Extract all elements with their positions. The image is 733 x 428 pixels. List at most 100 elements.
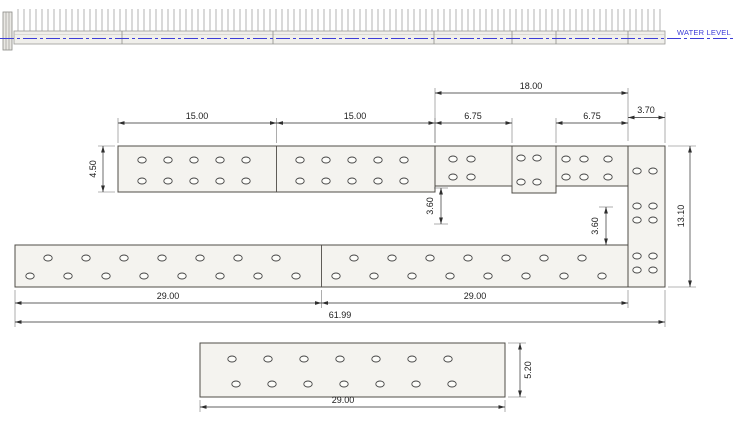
dim-label: 15.00 bbox=[186, 111, 209, 121]
bolt-hole bbox=[349, 254, 359, 262]
dim-upper-left-width-2: 15.00 bbox=[276, 111, 436, 143]
bolt-hole bbox=[532, 154, 542, 162]
bolt-hole bbox=[632, 216, 642, 224]
dim-label: 61.99 bbox=[329, 310, 352, 320]
dim-overall-width: 61.99 bbox=[15, 290, 666, 327]
dim-bottom-plate-width: 29.00 bbox=[199, 395, 506, 412]
dim-label: 13.10 bbox=[676, 205, 686, 228]
bolt-hole bbox=[516, 178, 526, 186]
end-plate-outline bbox=[627, 145, 666, 288]
dim-long-plate-width-1: 29.00 bbox=[14, 290, 322, 327]
bolt-hole bbox=[157, 254, 167, 262]
bolt-hole bbox=[189, 177, 199, 185]
bolt-hole bbox=[445, 272, 455, 280]
bolt-hole bbox=[137, 156, 147, 164]
bolt-hole bbox=[603, 155, 613, 163]
bolt-hole bbox=[195, 254, 205, 262]
bolt-hole bbox=[463, 254, 473, 262]
dim-upper-right-total: 18.00 bbox=[434, 81, 629, 143]
bolt-hole bbox=[648, 202, 658, 210]
dim-label: 15.00 bbox=[344, 111, 367, 121]
water-level-label: WATER LEVEL bbox=[677, 28, 731, 37]
bolt-hole bbox=[163, 156, 173, 164]
bolt-hole bbox=[339, 380, 349, 388]
dim-long-plate-width-2: 29.00 bbox=[321, 290, 629, 308]
bolt-hole bbox=[267, 380, 277, 388]
bolt-hole bbox=[215, 177, 225, 185]
bolt-hole bbox=[347, 177, 357, 185]
deck-ticks bbox=[17, 9, 661, 31]
bottom-plate bbox=[199, 342, 506, 398]
piling bbox=[2, 11, 13, 51]
bolt-hole bbox=[215, 156, 225, 164]
bolt-hole bbox=[241, 177, 251, 185]
deck-elevation-view bbox=[2, 9, 666, 51]
bolt-hole bbox=[632, 167, 642, 175]
bolt-hole bbox=[407, 355, 417, 363]
bolt-hole bbox=[632, 252, 642, 260]
bolt-hole bbox=[411, 380, 421, 388]
bolt-hole bbox=[447, 380, 457, 388]
bolt-hole bbox=[648, 167, 658, 175]
bolt-hole bbox=[648, 266, 658, 274]
dim-label: 3.60 bbox=[425, 197, 435, 215]
dim-upper-right-right-segment: 6.75 bbox=[555, 111, 628, 143]
bolt-hole bbox=[373, 177, 383, 185]
bolt-hole bbox=[559, 272, 569, 280]
bolt-hole bbox=[321, 177, 331, 185]
bolt-hole bbox=[101, 272, 111, 280]
bolt-hole bbox=[603, 173, 613, 181]
dim-label: 6.75 bbox=[583, 111, 601, 121]
dim-upper-right-left-segment: 6.75 bbox=[435, 111, 513, 143]
bolt-hole bbox=[466, 155, 476, 163]
bolt-hole bbox=[648, 216, 658, 224]
dim-label: 3.70 bbox=[637, 105, 655, 115]
bottom-plate-outline bbox=[199, 342, 506, 398]
bolt-hole bbox=[448, 173, 458, 181]
bolt-hole bbox=[579, 155, 589, 163]
dim-end-plate-width: 3.70 bbox=[628, 105, 666, 143]
dim-label: 3.60 bbox=[590, 217, 600, 235]
deck-band bbox=[13, 30, 666, 45]
dim-gap-right: 3.60 bbox=[590, 206, 613, 245]
bolt-hole bbox=[215, 272, 225, 280]
dim-label: 4.50 bbox=[88, 160, 98, 178]
bolt-hole bbox=[443, 355, 453, 363]
bolt-hole bbox=[369, 272, 379, 280]
bolt-hole bbox=[63, 272, 73, 280]
dim-bottom-plate-height: 5.20 bbox=[508, 342, 533, 398]
bolt-hole bbox=[137, 177, 147, 185]
bolt-hole bbox=[295, 156, 305, 164]
dim-label: 5.20 bbox=[523, 361, 533, 379]
bolt-hole bbox=[539, 254, 549, 262]
bolt-hole bbox=[521, 272, 531, 280]
bolt-hole bbox=[177, 272, 187, 280]
bolt-hole bbox=[189, 156, 199, 164]
bolt-hole bbox=[227, 355, 237, 363]
bolt-hole bbox=[371, 355, 381, 363]
bolt-hole bbox=[331, 272, 341, 280]
dim-gap-left: 3.60 bbox=[425, 187, 448, 225]
bolt-hole bbox=[375, 380, 385, 388]
bolt-hole bbox=[321, 156, 331, 164]
water-level: WATER LEVEL bbox=[0, 28, 733, 39]
dim-label: 18.00 bbox=[520, 81, 543, 91]
deck-joints bbox=[121, 31, 629, 44]
bolt-hole bbox=[335, 355, 345, 363]
dim-label: 29.00 bbox=[332, 395, 355, 405]
bolt-hole bbox=[291, 272, 301, 280]
bolt-holes bbox=[25, 154, 658, 388]
dim-end-plate-height: 13.10 bbox=[668, 145, 696, 288]
dim-upper-left-width-1: 15.00 bbox=[117, 111, 277, 143]
end-plate bbox=[627, 145, 666, 288]
dim-label: 6.75 bbox=[464, 111, 482, 121]
bolt-hole bbox=[43, 254, 53, 262]
dim-upper-left-height: 4.50 bbox=[88, 145, 115, 193]
bolt-hole bbox=[561, 155, 571, 163]
bolt-hole bbox=[231, 380, 241, 388]
bolt-hole bbox=[466, 173, 476, 181]
bolt-hole bbox=[597, 272, 607, 280]
bolt-hole bbox=[139, 272, 149, 280]
